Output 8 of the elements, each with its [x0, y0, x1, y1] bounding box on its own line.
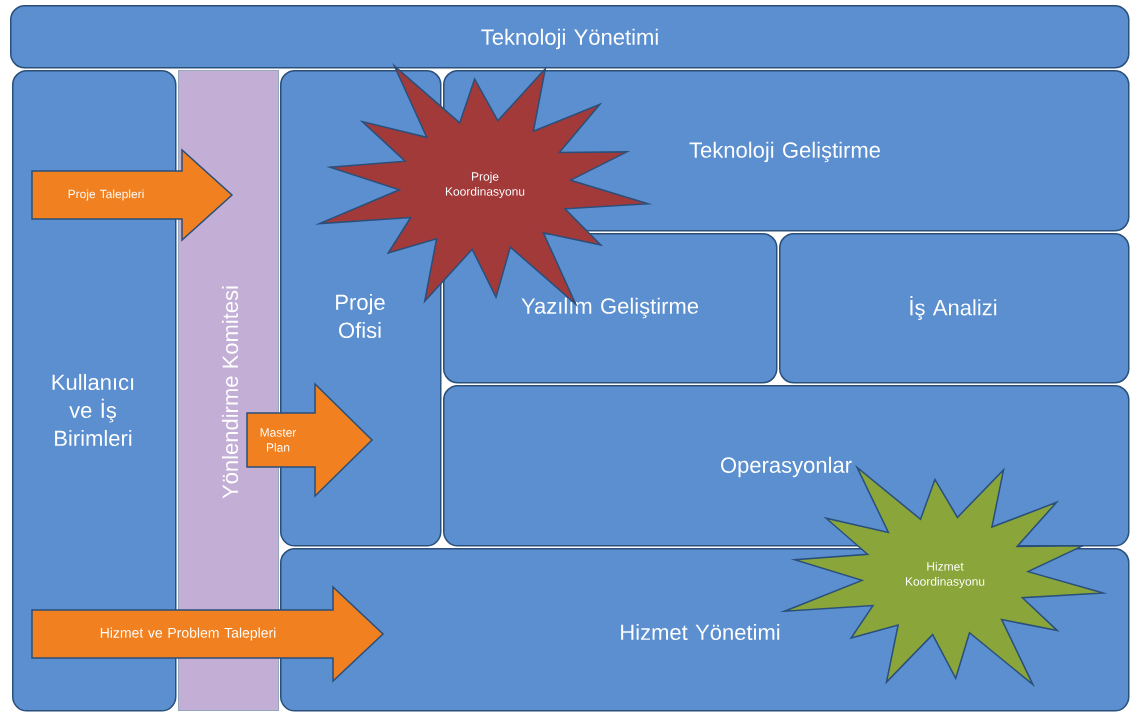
- block-arrow: [246, 382, 374, 498]
- department-box: Operasyonlar: [443, 385, 1130, 547]
- header-bar: Teknoloji Yönetimi: [10, 5, 1130, 69]
- department-box: İş Analizi: [779, 233, 1130, 384]
- arrow-label: Proje Talepleri: [68, 189, 144, 201]
- block-arrow: [31, 585, 385, 683]
- block-arrow: [31, 148, 234, 242]
- department-box: Yazılım Geliştirme: [443, 233, 778, 384]
